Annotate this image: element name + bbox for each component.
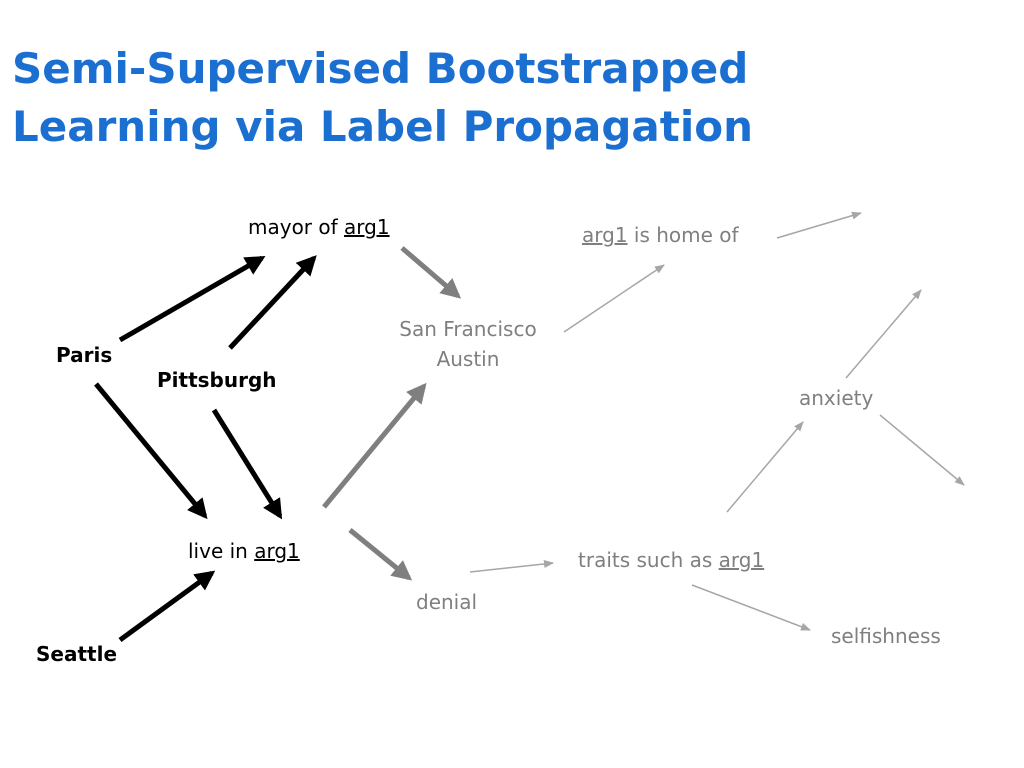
edge-paris-to-mayor-of — [118, 255, 266, 343]
pattern-live-in-arg: arg1 — [254, 539, 300, 563]
edge-pittsburgh-to-mayor-of — [228, 255, 317, 350]
edge-paris-to-live-in — [94, 382, 208, 520]
edge-mayor-of-to-san-francisco — [400, 246, 462, 299]
instance-san-francisco: San Francisco — [399, 317, 537, 341]
pattern-mayor-of: mayor of arg1 — [248, 212, 390, 242]
edge-traits-such-as-to-selfishness — [691, 584, 811, 631]
edge-anxiety-outgoing-up — [845, 289, 922, 379]
instance-selfishness: selfishness — [831, 624, 941, 648]
instance-denial: denial — [416, 590, 478, 614]
edge-live-in-to-san-francisco — [322, 382, 427, 509]
pattern-is-home-of: arg1 is home of — [582, 220, 739, 250]
pattern-live-in: live in arg1 — [188, 536, 300, 566]
seed-paris: Paris — [56, 343, 113, 367]
pattern-traits-such-as: traits such as arg1 — [578, 545, 764, 575]
instance-anxiety: anxiety — [799, 386, 874, 410]
pattern-live-in-text: live in — [188, 539, 248, 563]
edge-pittsburgh-to-live-in — [211, 408, 283, 520]
edge-denial-to-traits-such-as — [469, 559, 554, 573]
seed-seattle: Seattle — [36, 642, 118, 666]
pattern-mayor-of-text: mayor of — [248, 215, 338, 239]
pattern-traits-such-as-text: traits such as — [578, 548, 713, 572]
slide-title-line-1: Semi-Supervised Bootstrapped — [12, 44, 749, 93]
slide-title-line-2: Learning via Label Propagation — [12, 102, 753, 151]
instance-group-cities: San Francisco Austin — [393, 314, 543, 374]
edge-anxiety-outgoing-down — [879, 414, 965, 486]
pattern-is-home-of-text: is home of — [633, 223, 739, 247]
slide-title: Semi-Supervised Bootstrapped Learning vi… — [12, 40, 753, 156]
edge-san-francisco-to-is-home-of — [563, 264, 665, 333]
seed-pittsburgh: Pittsburgh — [157, 368, 277, 392]
instance-austin: Austin — [436, 347, 500, 371]
edge-live-in-to-denial — [348, 528, 413, 581]
pattern-traits-such-as-arg: arg1 — [718, 548, 765, 572]
edge-traits-such-as-to-anxiety — [726, 421, 804, 513]
edge-is-home-of-outgoing — [776, 211, 862, 239]
pattern-is-home-of-arg: arg1 — [582, 223, 628, 247]
pattern-mayor-of-arg: arg1 — [344, 215, 390, 239]
edge-seattle-to-live-in — [118, 570, 216, 643]
